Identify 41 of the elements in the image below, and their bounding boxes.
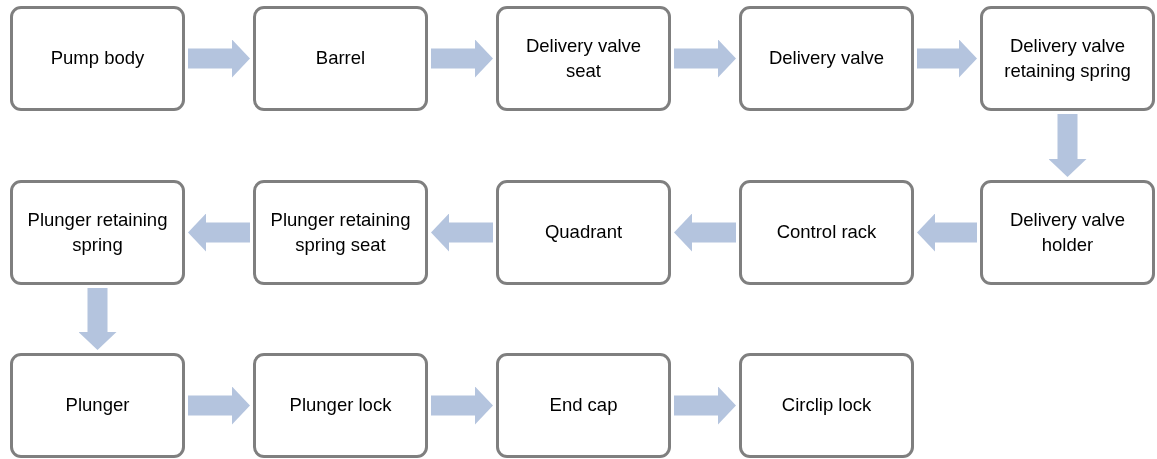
process-box (496, 180, 671, 285)
step-label: Plunger retaining spring (27, 207, 168, 257)
step-label: Barrel (315, 46, 366, 70)
process-box (253, 6, 428, 111)
block-arrow (674, 39, 736, 78)
process-box (980, 180, 1155, 285)
process-box (496, 6, 671, 111)
step-label: Delivery valve (768, 46, 885, 70)
step-label: Plunger retaining spring seat (270, 207, 411, 257)
block-arrow (431, 39, 493, 78)
process-box (739, 180, 914, 285)
step-label: Control rack (776, 220, 877, 244)
step-label: Pump body (50, 46, 145, 70)
process-box (10, 353, 185, 458)
process-box (10, 180, 185, 285)
block-arrow (188, 386, 250, 425)
process-box (253, 353, 428, 458)
process-box (739, 353, 914, 458)
process-box (496, 353, 671, 458)
process-box (980, 6, 1155, 111)
block-arrow (431, 386, 493, 425)
step-label: Delivery valve holder (1008, 207, 1127, 257)
process-box (739, 6, 914, 111)
step-label: Plunger (65, 393, 130, 417)
step-label: Quadrant (544, 220, 623, 244)
block-arrow (78, 288, 117, 350)
step-label: Plunger lock (289, 393, 392, 417)
block-arrow (917, 213, 977, 252)
step-label: End cap (549, 393, 618, 417)
block-arrow (1048, 114, 1087, 177)
block-arrow (431, 213, 493, 252)
process-box (10, 6, 185, 111)
block-arrow (188, 39, 250, 78)
process-box (253, 180, 428, 285)
block-arrow (674, 386, 736, 425)
step-label: Delivery valve seat (524, 33, 643, 83)
block-arrow (188, 213, 250, 252)
step-label: Delivery valve retaining spring (1003, 33, 1132, 83)
step-label: Circlip lock (781, 393, 872, 417)
block-arrow (917, 39, 977, 78)
block-arrow (674, 213, 736, 252)
